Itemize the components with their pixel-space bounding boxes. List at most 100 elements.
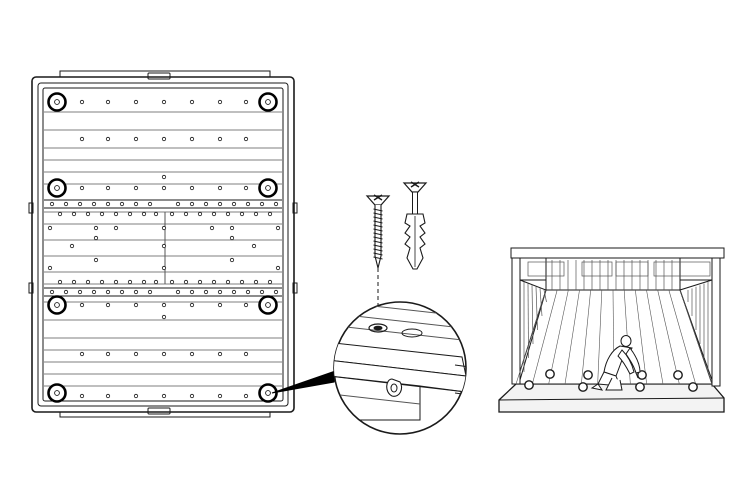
fixing-hole: [79, 393, 85, 399]
floor-board: [668, 289, 696, 385]
fixing-hole: [189, 289, 195, 295]
floor-anchor-points: [47, 92, 278, 403]
fixing-hole: [161, 265, 167, 271]
shed-anchor-ring: [688, 382, 698, 392]
anchor-ring: [258, 178, 278, 198]
fixing-hole: [183, 211, 189, 217]
shed-anchor-points: [524, 369, 698, 392]
screw-icon: [365, 194, 391, 269]
fixing-hole: [245, 289, 251, 295]
side-wall-board: [543, 289, 547, 303]
side-wall-board: [531, 285, 534, 345]
fixing-hole: [105, 185, 111, 191]
fixing-hole: [77, 201, 83, 207]
wall-plug-icon: [402, 181, 428, 270]
fixing-hole: [161, 314, 167, 320]
header-panel: [615, 261, 649, 277]
shed-anchor-ring: [578, 382, 588, 392]
fixing-hole: [189, 393, 195, 399]
fixing-hole: [49, 201, 55, 207]
fixing-hole: [217, 302, 223, 308]
shed-anchor-ring: [524, 380, 534, 390]
fixing-hole: [231, 201, 237, 207]
fixing-hole: [93, 235, 99, 241]
fixing-hole: [79, 99, 85, 105]
header-panel: [527, 261, 565, 277]
floor-board: [548, 289, 569, 385]
anchor-ring: [258, 383, 278, 403]
fixing-hole: [225, 211, 231, 217]
fixing-hole: [133, 99, 139, 105]
bottom-tab: [59, 412, 271, 418]
fixing-hole: [161, 99, 167, 105]
floor-panel-top-view: [28, 70, 298, 418]
fixing-hole: [119, 201, 125, 207]
shed-anchor-ring: [545, 369, 555, 379]
floor-slats: [44, 111, 282, 387]
top-tab: [59, 70, 271, 77]
fixing-hole: [91, 201, 97, 207]
fixing-hole: [231, 289, 237, 295]
fixing-hole: [161, 174, 167, 180]
fixing-hole: [197, 211, 203, 217]
fixing-hole: [253, 211, 259, 217]
fixing-hole: [217, 99, 223, 105]
fixing-hole: [133, 136, 139, 142]
anchor-ring: [47, 92, 67, 112]
fixing-hole: [183, 279, 189, 285]
left-notch-bottom: [28, 282, 34, 294]
fixing-hole: [267, 211, 273, 217]
fixing-hole: [69, 243, 75, 249]
fixing-hole: [253, 279, 259, 285]
bottom-clip: [147, 407, 171, 415]
fixing-hole: [71, 211, 77, 217]
fixing-hole: [211, 211, 217, 217]
anchor-ring: [47, 383, 67, 403]
anchor-ring: [47, 178, 67, 198]
fixing-hole: [259, 201, 265, 207]
floor-outer-frame: [31, 76, 295, 413]
fixing-hole: [217, 201, 223, 207]
fixing-hole: [209, 225, 215, 231]
anchor-ring: [258, 295, 278, 315]
right-notch-top: [292, 202, 298, 214]
fixing-hole: [161, 136, 167, 142]
fixing-hole: [217, 351, 223, 357]
fixing-hole: [169, 279, 175, 285]
fixing-hole: [147, 201, 153, 207]
fixing-hole: [153, 279, 159, 285]
shed-anchor-ring: [673, 370, 683, 380]
fixing-hole: [273, 201, 279, 207]
header-panel: [581, 261, 613, 277]
side-wall-board: [539, 288, 543, 317]
shed-anchor-ring: [583, 370, 593, 380]
fixing-hole: [243, 99, 249, 105]
fixing-hole: [105, 136, 111, 142]
fixing-hole: [189, 302, 195, 308]
kneeling-worker: [590, 335, 641, 391]
fixing-hole: [243, 185, 249, 191]
right-notch-bottom: [292, 282, 298, 294]
fixing-hole: [189, 201, 195, 207]
shed-interior-view: [498, 247, 725, 413]
fixing-hole: [105, 289, 111, 295]
fixing-hole: [133, 351, 139, 357]
fixing-hole: [189, 136, 195, 142]
fixing-hole: [161, 393, 167, 399]
fixing-hole: [93, 257, 99, 263]
fixing-hole: [161, 185, 167, 191]
fixing-hole: [175, 201, 181, 207]
fixing-hole: [161, 243, 167, 249]
fixing-hole: [239, 279, 245, 285]
fixing-hole: [57, 279, 63, 285]
floor-board: [679, 289, 713, 385]
fixing-hole: [189, 351, 195, 357]
fixing-hole: [127, 211, 133, 217]
fixing-hole: [105, 351, 111, 357]
fixing-hole: [93, 225, 99, 231]
fixing-hole: [79, 302, 85, 308]
fixing-hole: [47, 265, 53, 271]
floor-board: [646, 289, 664, 385]
